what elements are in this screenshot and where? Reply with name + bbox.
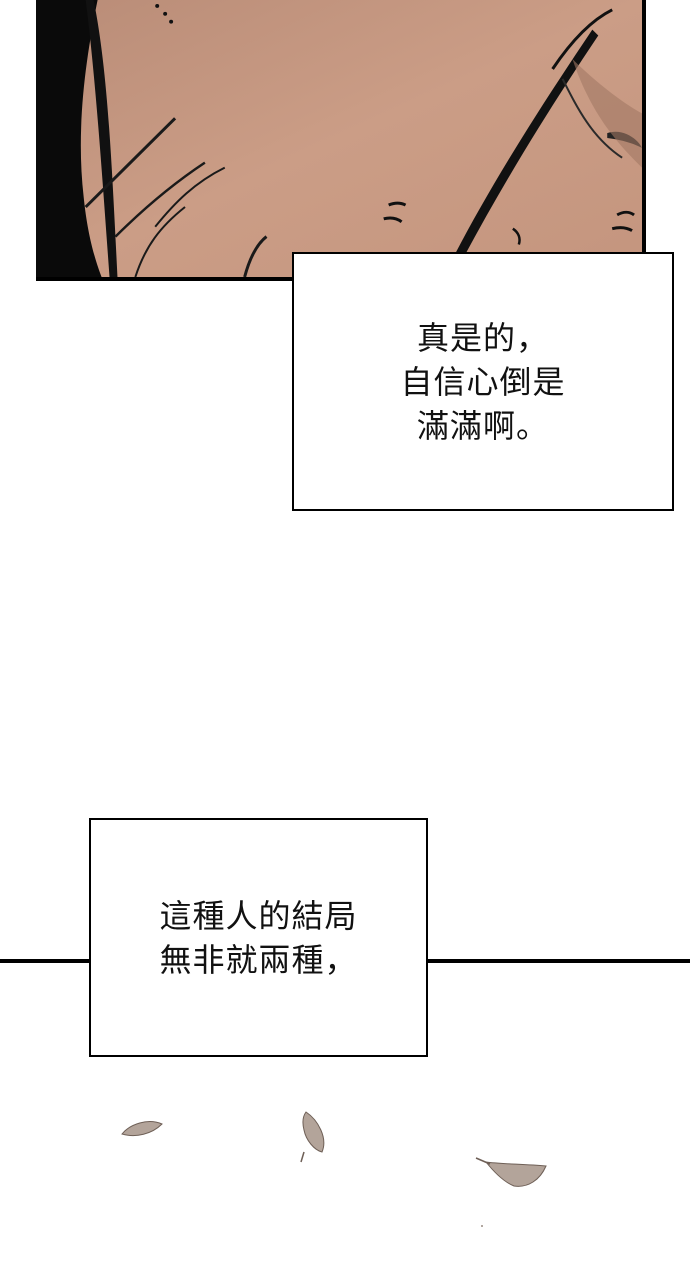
caption-line: 真是的，: [416, 318, 549, 357]
caption-line: 自信心倒是: [400, 362, 566, 401]
ink-mark: [611, 226, 633, 232]
face-contour: [561, 78, 623, 159]
hair-strand: [85, 0, 118, 277]
face-closeup-illustration: [36, 0, 642, 277]
hair-strand: [243, 235, 268, 277]
horizontal-divider-right: [428, 959, 690, 963]
skin-area: [36, 0, 642, 277]
leaf-icon: [484, 1161, 547, 1187]
dust-dot: [481, 1225, 483, 1227]
caption-line: 滿滿啊。: [416, 406, 549, 445]
leaves-illustration: [121, 1111, 547, 1227]
ink-mark: [388, 201, 407, 207]
caption-text-1: 真是的， 自信心倒是 滿滿啊。: [400, 316, 565, 448]
hair-mass-left: [36, 0, 102, 277]
caption-text-2: 這種人的結局 無非就兩種，: [159, 894, 357, 982]
ink-mark: [616, 210, 635, 217]
caption-line: 這種人的結局: [159, 896, 358, 935]
leaf-stem: [475, 1157, 491, 1165]
leaf-icon: [121, 1121, 163, 1137]
face-contour: [551, 8, 613, 70]
ink-dot: [155, 3, 160, 8]
top-comic-panel: [36, 0, 646, 281]
leaf-icon: [302, 1111, 325, 1153]
hair-strand: [154, 166, 226, 228]
hair-strand: [134, 206, 186, 277]
ink-mark: [512, 227, 521, 245]
hair-strand: [84, 117, 177, 209]
hair-strand: [114, 161, 206, 238]
ink-dot: [169, 19, 174, 24]
caption-box-1: 真是的， 自信心倒是 滿滿啊。: [292, 252, 674, 511]
leaf-stem: [300, 1151, 305, 1163]
ink-mark: [383, 216, 403, 224]
face-shading: [572, 59, 642, 168]
caption-box-2: 這種人的結局 無非就兩種，: [89, 818, 428, 1057]
falling-leaves: [0, 1090, 690, 1280]
caption-line: 無非就兩種，: [159, 940, 358, 979]
ink-dot: [163, 11, 168, 16]
horizontal-divider-left: [0, 959, 90, 963]
jaw-contour: [443, 29, 599, 277]
